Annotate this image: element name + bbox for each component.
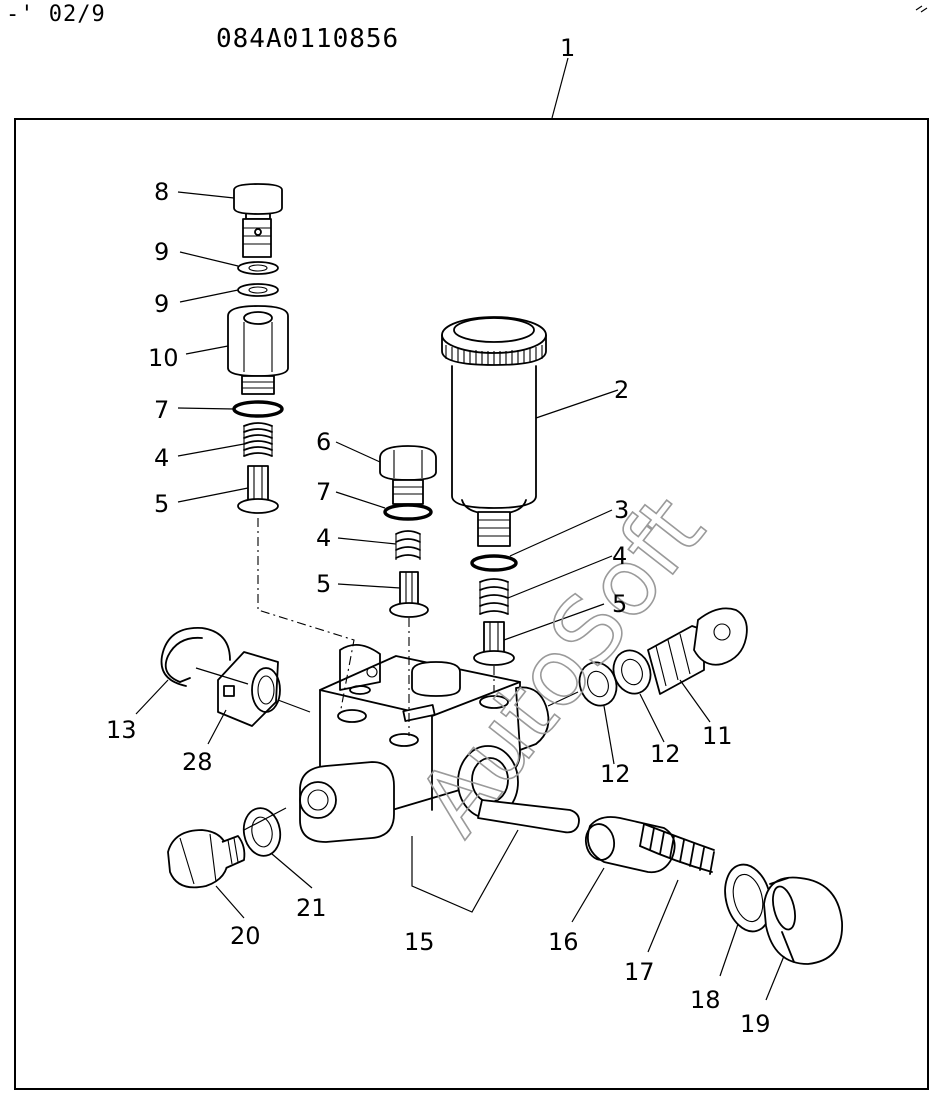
label-17: 17 [624,958,655,986]
label-18: 18 [690,986,721,1014]
part-10-adapter [227,305,289,395]
part-15-pump-body [299,644,580,843]
label-20: 20 [230,922,261,950]
label-5-left: 5 [154,490,169,518]
label-4-right: 4 [612,542,627,570]
label-6: 6 [316,428,331,456]
label-9-lower: 9 [154,290,169,318]
label-15: 15 [404,928,435,956]
label-9-upper: 9 [154,238,169,266]
part-6-plug [379,445,437,505]
diagram-frame [14,118,929,1090]
label-4-middle: 4 [316,524,331,552]
label-12-inner: 12 [600,760,631,788]
part-20-plug-bolt [167,829,246,889]
part-8-banjo-bolt [233,183,283,258]
label-13: 13 [106,716,137,744]
label-28: 28 [182,748,213,776]
leader-lines [135,191,785,1001]
part-7-o-ring [232,400,284,418]
part-28-sleeve [217,651,281,727]
part-4-spring [243,422,273,457]
label-10: 10 [148,344,179,372]
part-17-spring [639,823,715,875]
part-21-gasket [242,807,282,857]
part-4-spring-right [479,578,509,615]
part-13-snap-ring [160,627,231,687]
part-3-o-ring [470,554,518,572]
corner-mark [915,5,928,13]
part-12-washers-right [578,649,652,707]
label-5-middle: 5 [316,570,331,598]
label-7-middle: 7 [316,478,331,506]
label-21: 21 [296,894,327,922]
part-19-cap [763,876,843,965]
label-11: 11 [702,722,733,750]
part-7-o-ring-middle [383,503,433,521]
leader-1 [551,57,569,119]
part-5-valve [237,465,279,514]
part-11-banjo-bolt-right [647,607,748,695]
label-5-right: 5 [612,590,627,618]
label-3: 3 [614,496,629,524]
label-12-outer: 12 [650,740,681,768]
label-8: 8 [154,178,169,206]
part-2-strainer-cup [441,316,547,547]
part-number-code: 084A0110856 [216,24,400,54]
part-4-spring-middle [395,530,421,560]
label-7-left: 7 [154,396,169,424]
label-16: 16 [548,928,579,956]
label-19: 19 [740,1010,771,1038]
part-5-valve-right [473,621,515,666]
label-4-left: 4 [154,444,169,472]
part-5-valve-middle [389,571,429,618]
date-text: -' 02/9 [6,2,106,27]
centerline-left [257,518,355,715]
label-1: 1 [560,34,575,62]
part-9-washers [237,261,279,297]
label-2: 2 [614,376,629,404]
